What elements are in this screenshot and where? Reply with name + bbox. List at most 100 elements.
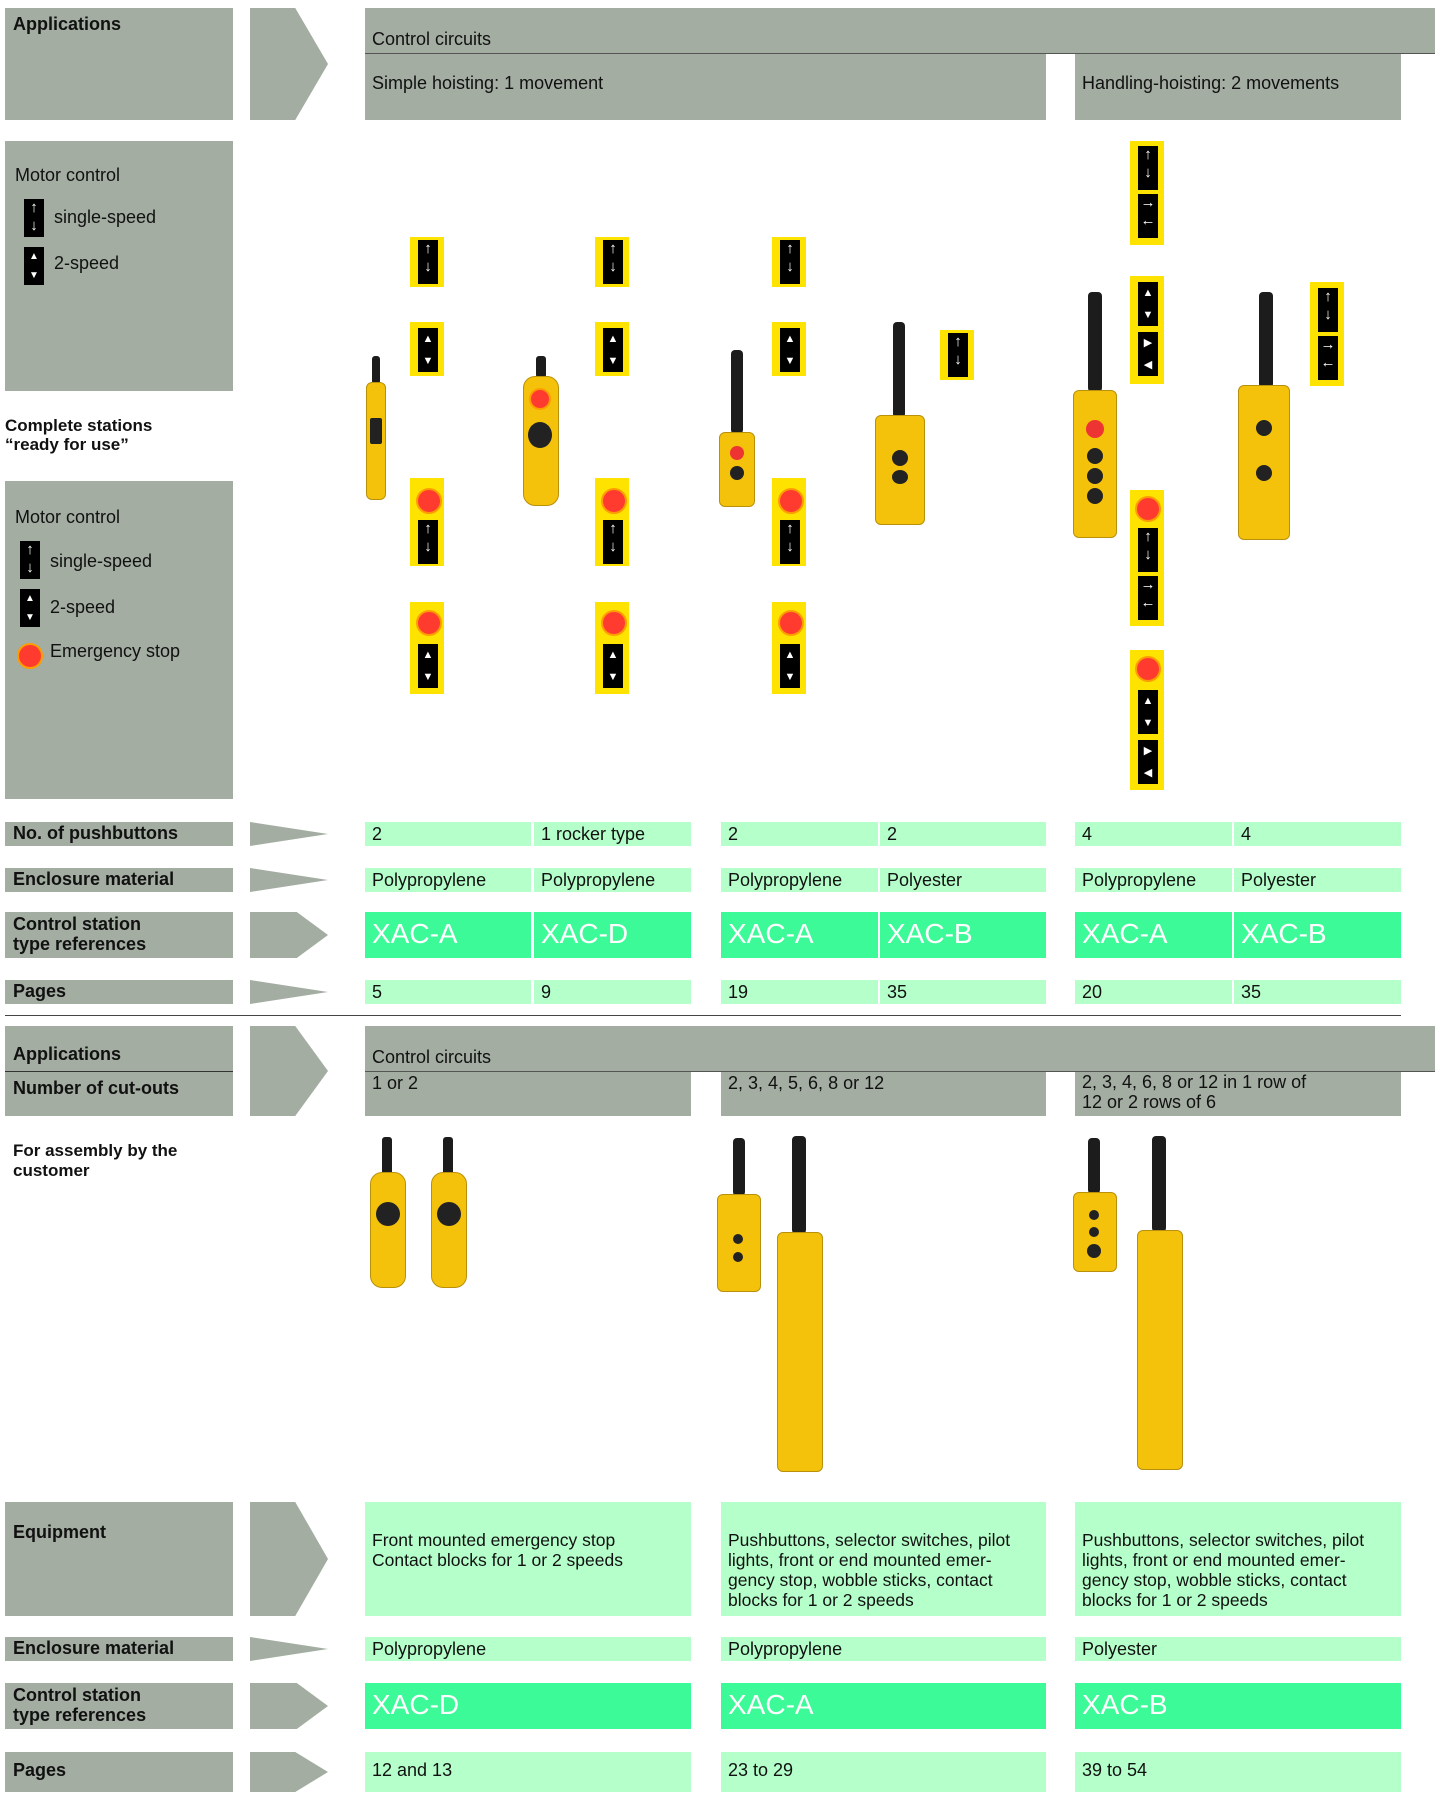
equipment-2-line-3: gency stop, wobble sticks, contact (728, 1570, 993, 1590)
equipment-cell-2: Pushbuttons, selector switches, pilot li… (721, 1502, 1046, 1616)
assembly-line-2: customer (13, 1161, 90, 1180)
col2-estop-icon-1 (601, 488, 627, 514)
bottom-pendant-1b-hole (437, 1202, 461, 1226)
single-speed-text: single-speed (54, 207, 157, 227)
pages-cell-4: 35 (880, 980, 1046, 1004)
simple-hoisting-band: Simple hoisting: 1 movement (365, 54, 1046, 120)
col3-estop-two-icon: ▲▼ (780, 644, 800, 688)
col1-two-speed-icon: ▲▼ (418, 328, 438, 372)
applications-arrow-icon (250, 8, 328, 120)
bottom-enclosure-cell-2: Polypropylene (721, 1637, 1046, 1661)
pendant-3-cable (731, 350, 743, 434)
equipment-3-line-2: lights, front or end mounted emer- (1082, 1550, 1346, 1570)
col2-estop-icon-2 (601, 610, 627, 636)
emergency-stop-legend-icon (17, 643, 43, 669)
bottom-pages-cell-1: 12 and 13 (365, 1752, 691, 1792)
bottom-enclosure-cell-1: Polypropylene (365, 1637, 691, 1661)
col3-estop-icon-2 (778, 610, 804, 636)
enclosure-cell-3: Polypropylene (721, 868, 878, 892)
col5-direction-icon: →← (1138, 194, 1158, 238)
pendant-2-estop-icon (529, 388, 551, 410)
bottom-refs-label-line-1: Control station (13, 1685, 141, 1705)
bottom-applications-text: Applications (13, 1044, 122, 1064)
pushbuttons-label: No. of pushbuttons (5, 822, 233, 846)
equipment-2-line-4: blocks for 1 or 2 speeds (728, 1590, 914, 1610)
bottom-pendant-3a-cable (1088, 1138, 1100, 1194)
ref-cell-2: XAC-D (534, 912, 691, 958)
two-speed-text-2: 2-speed (50, 597, 116, 617)
complete-stations-line-1: Complete stations (5, 416, 153, 435)
bottom-pendant-1b-cable (443, 1137, 453, 1175)
bottom-enclosure-label: Enclosure material (5, 1637, 233, 1661)
bottom-pendant-2b-cable (792, 1136, 806, 1234)
complete-stations-line-2: “ready for use” (5, 435, 129, 454)
bottom-control-circuits-text: Control circuits (372, 1047, 492, 1067)
bottom-refs-arrow-icon (250, 1683, 328, 1729)
bottom-pendant-1a-hole (376, 1202, 400, 1226)
pushbuttons-cell-2: 1 rocker type (534, 822, 691, 846)
pages-cell-6: 35 (1234, 980, 1401, 1004)
equipment-cell-1: Front mounted emergency stop Contact blo… (365, 1502, 691, 1616)
simple-hoisting-text: Simple hoisting: 1 movement (372, 73, 604, 93)
bottom-pendant-3a-hole-2 (1089, 1227, 1099, 1237)
refs-label-line-2: type references (13, 934, 147, 954)
bottom-pendant-1a-image (370, 1172, 406, 1288)
enclosure-cell-5: Polypropylene (1075, 868, 1232, 892)
bottom-pendant-3a-hole-3 (1087, 1244, 1101, 1258)
cutouts-label: Number of cut-outs (13, 1078, 179, 1098)
refs-label-line-1: Control station (13, 914, 141, 934)
bottom-pendant-1b-image (431, 1172, 467, 1288)
two-speed-legend-icon: ▲▼ (24, 247, 44, 285)
cutouts-cell-3-line-1: 2, 3, 4, 6, 8 or 12 in 1 row of (1082, 1072, 1307, 1092)
pendant-5-cable (1088, 292, 1102, 392)
equipment-3-line-3: gency stop, wobble sticks, contact (1082, 1570, 1347, 1590)
pendant-3-button-2 (730, 466, 744, 480)
bottom-pendant-3a-hole-1 (1089, 1210, 1099, 1220)
motor-control-legend-2: Motor control ↑↓ single-speed ▲▼ 2-speed… (5, 481, 233, 799)
bottom-ref-cell-2: XAC-A (721, 1683, 1046, 1729)
control-circuits-band: Control circuits (365, 8, 1435, 53)
enclosure-label: Enclosure material (5, 868, 233, 892)
pages-cell-5: 20 (1075, 980, 1232, 1004)
col1-estop-single-icon: ↑↓ (418, 520, 438, 564)
bottom-label-divider (5, 1071, 233, 1072)
bottom-control-circuits-band: Control circuits (365, 1026, 1435, 1071)
motor-control-label-2: Motor control (15, 507, 121, 527)
bottom-enclosure-arrow-icon (250, 1637, 328, 1661)
equipment-label: Equipment (5, 1502, 233, 1616)
ref-cell-6: XAC-B (1234, 912, 1401, 958)
pushbuttons-arrow-icon (250, 822, 328, 846)
ref-cell-3: XAC-A (721, 912, 878, 958)
col6-direction-icon: →← (1318, 336, 1338, 380)
pushbuttons-cell-6: 4 (1234, 822, 1401, 846)
motor-control-label-1: Motor control (15, 165, 121, 185)
pages-arrow-icon (250, 980, 328, 1004)
cutouts-cell-2: 2, 3, 4, 5, 6, 8 or 12 (721, 1072, 1046, 1116)
col2-estop-two-icon: ▲▼ (603, 644, 623, 688)
cutouts-cell-3-line-2: 12 or 2 rows of 6 (1082, 1092, 1217, 1112)
col5-estop-single-icon: ↑↓ (1138, 528, 1158, 572)
applications-label: Applications (5, 8, 233, 120)
col1-estop-icon-1 (416, 488, 442, 514)
bottom-pendant-2a-cable (733, 1138, 745, 1196)
single-speed-legend-icon: ↑↓ (24, 199, 44, 237)
col5-fast-direction-icon: ▶◀ (1138, 332, 1158, 376)
assembly-line-1: For assembly by the (13, 1141, 178, 1160)
col5-two-speed-icon: ▲▼ (1138, 282, 1158, 326)
two-speed-legend-icon-2: ▲▼ (20, 589, 40, 627)
cutouts-cell-1: 1 or 2 (365, 1072, 691, 1116)
col2-two-speed-icon: ▲▼ (603, 328, 623, 372)
assembly-label: For assembly by the customer (13, 1141, 177, 1181)
equipment-2-line-1: Pushbuttons, selector switches, pilot (728, 1530, 1011, 1550)
pendant-5-estop (1086, 420, 1104, 438)
pendant-6-button-1 (1256, 420, 1272, 436)
section-divider (5, 1015, 1401, 1016)
pendant-1-cable (372, 356, 380, 384)
pages-cell-3: 19 (721, 980, 878, 1004)
equipment-2-line-2: lights, front or end mounted emer- (728, 1550, 992, 1570)
bottom-refs-label-line-2: type references (13, 1705, 147, 1725)
pendant-5-button-3 (1087, 488, 1103, 504)
pendant-6-image (1238, 385, 1290, 540)
equipment-1-line-1: Front mounted emergency stop (372, 1530, 616, 1550)
col5-estop-icon-1 (1135, 496, 1161, 522)
